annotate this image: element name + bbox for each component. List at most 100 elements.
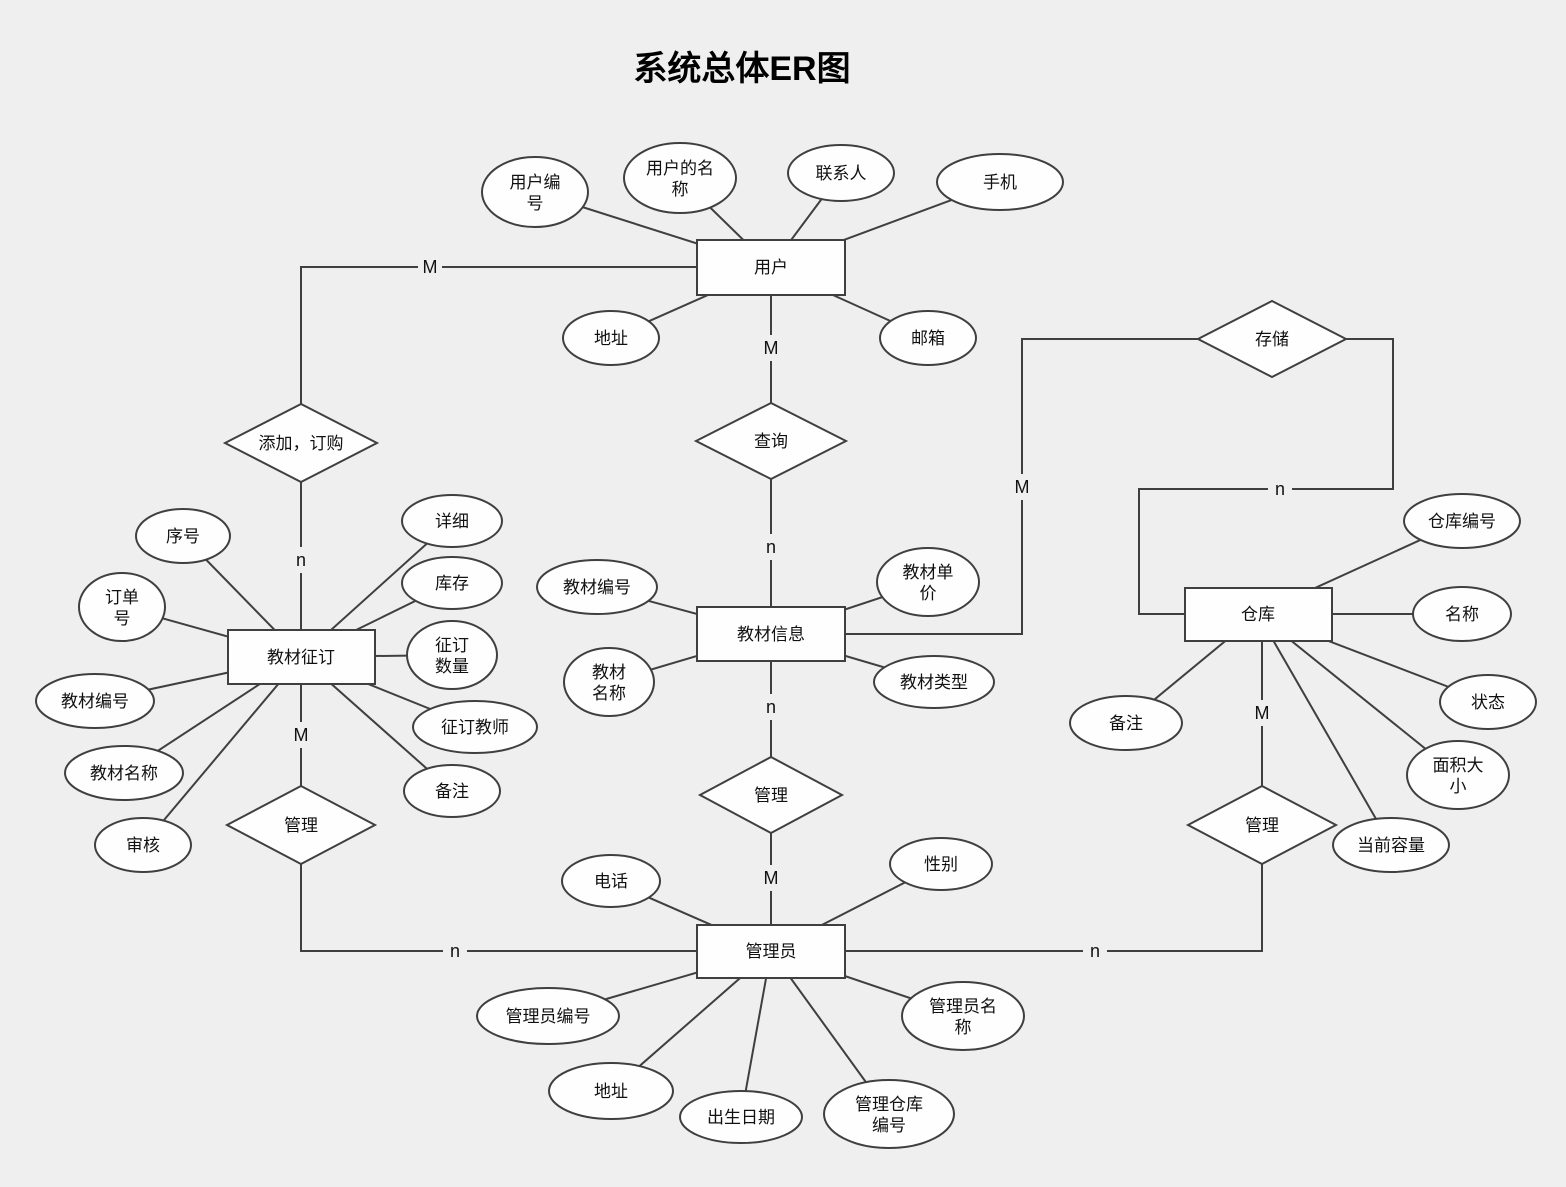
attribute-user-no: 用户编 号 xyxy=(481,156,589,228)
cardinality-label: M xyxy=(294,725,309,745)
attribute-user-address-ellipse xyxy=(562,310,660,366)
entity-warehouse-box xyxy=(1184,587,1333,642)
attribute-admin-no: 管理员编号 xyxy=(476,987,620,1045)
attribute-warehouse-capacity: 当前容量 xyxy=(1332,817,1450,873)
attribute-warehouse-no-ellipse xyxy=(1403,493,1521,549)
attribute-mobile: 手机 xyxy=(936,153,1064,211)
attribute-label: 名称 xyxy=(1445,605,1479,624)
attribute-order-no-ellipse xyxy=(78,572,166,642)
edge-line xyxy=(142,656,302,846)
relationship-label: 添加，订购 xyxy=(259,434,344,453)
attribute-warehouse-name: 名称 xyxy=(1412,586,1512,642)
attribute-textbook-price-ellipse xyxy=(876,547,980,617)
attribute-admin-name-ellipse xyxy=(901,981,1025,1051)
relationship-label: 存储 xyxy=(1255,330,1289,349)
attribute-order-teacher-ellipse xyxy=(412,700,538,754)
relationship-manage-center: 管理 xyxy=(697,755,845,835)
attribute-warehouse-no: 仓库编号 xyxy=(1403,493,1521,549)
attribute-label: 审核 xyxy=(126,836,160,855)
attribute-audit: 审核 xyxy=(94,817,192,873)
label-bg xyxy=(1010,474,1034,500)
cardinality-label: M xyxy=(764,338,779,358)
attribute-label: 称 xyxy=(672,180,689,199)
attribute-label: 联系人 xyxy=(816,164,867,183)
attribute-user-address: 地址 xyxy=(562,310,660,366)
entity-layer: 用户 教材征订 教材信息 仓库 管理员 xyxy=(227,239,1333,979)
attribute-email-ellipse xyxy=(879,310,977,366)
entity-admin-box xyxy=(696,924,846,979)
attribute-serial-no: 序号 xyxy=(135,508,231,564)
entity-label: 教材信息 xyxy=(737,625,805,644)
attribute-label: 征订 xyxy=(435,636,469,655)
entity-user-box xyxy=(696,239,846,296)
attribute-label: 征订教师 xyxy=(441,718,509,737)
attribute-label: 性别 xyxy=(924,855,958,874)
cardinality-label: M xyxy=(423,257,438,277)
attribute-mobile-ellipse xyxy=(936,153,1064,211)
entity-label: 仓库 xyxy=(1241,605,1275,624)
relationship-manage-right-diamond xyxy=(1185,784,1339,866)
label-bg xyxy=(759,694,783,720)
attribute-label: 称 xyxy=(955,1018,972,1037)
attribute-label: 库存 xyxy=(435,574,469,593)
label-bg xyxy=(1250,700,1274,726)
cardinality-query-textbook-info: n xyxy=(759,534,783,560)
edge-user-add-order xyxy=(300,266,771,443)
entity-user: 用户 xyxy=(696,239,846,296)
attribute-order-quantity-ellipse xyxy=(406,620,498,690)
attribute-stock: 库存 xyxy=(401,556,503,610)
attribute-managed-warehouse-no: 管理仓库 编号 xyxy=(823,1079,955,1149)
relationship-add-order-diamond xyxy=(222,402,380,484)
cardinality-label: n xyxy=(1275,479,1285,499)
entity-label: 教材征订 xyxy=(267,648,335,667)
attribute-label: 详细 xyxy=(435,512,469,531)
attribute-order-remark: 备注 xyxy=(403,764,501,818)
attribute-label: 教材单 xyxy=(903,563,954,582)
attribute-label: 用户编 xyxy=(510,173,561,192)
attribute-detail: 详细 xyxy=(401,494,503,548)
attribute-order-teacher: 征订教师 xyxy=(412,700,538,754)
label-bg xyxy=(759,865,783,891)
edge-manage-left-admin xyxy=(300,825,771,952)
attribute-admin-name: 管理员名 称 xyxy=(901,981,1025,1051)
attribute-label: 地址 xyxy=(594,1082,628,1101)
attribute-label: 名称 xyxy=(592,684,626,703)
cardinality-user-query: M xyxy=(759,335,783,361)
attribute-warehouse-remark: 备注 xyxy=(1069,695,1183,751)
label-bg xyxy=(1083,938,1107,964)
attribute-warehouse-area-ellipse xyxy=(1406,740,1510,810)
attribute-textbook-price: 教材单 价 xyxy=(876,547,980,617)
relationship-query-diamond xyxy=(693,401,849,481)
attribute-admin-address: 地址 xyxy=(548,1062,674,1120)
cardinality-label: n xyxy=(1090,941,1100,961)
attribute-phone: 电话 xyxy=(561,854,661,908)
attribute-label: 仓库编号 xyxy=(1428,512,1496,531)
cardinality-user-add-order: M xyxy=(418,254,442,280)
relationship-layer: 添加，订购 查询 存储 管理 管理 管理 xyxy=(222,299,1349,866)
relationship-label: 管理 xyxy=(284,816,318,835)
attribute-order-textbook-no-ellipse xyxy=(35,673,155,729)
cardinality-label: n xyxy=(766,537,776,557)
attribute-birth-date-ellipse xyxy=(679,1090,803,1144)
attribute-label: 数量 xyxy=(435,657,469,676)
attribute-warehouse-remark-ellipse xyxy=(1069,695,1183,751)
cardinality-manage-left-admin: n xyxy=(443,938,467,964)
entity-textbook-order-box xyxy=(227,629,376,685)
attribute-label: 订单 xyxy=(105,588,139,607)
attribute-admin-address-ellipse xyxy=(548,1062,674,1120)
attribute-order-remark-ellipse xyxy=(403,764,501,818)
attribute-label: 备注 xyxy=(1109,714,1143,733)
entity-label: 管理员 xyxy=(746,942,797,961)
edge-store-warehouse xyxy=(1138,338,1394,615)
cardinality-manage-right-warehouse: M xyxy=(1250,700,1274,726)
attribute-label: 教材编号 xyxy=(563,578,631,597)
attribute-managed-warehouse-no-ellipse xyxy=(823,1079,955,1149)
attribute-order-no: 订单 号 xyxy=(78,572,166,642)
attribute-warehouse-name-ellipse xyxy=(1412,586,1512,642)
cardinality-textbook-info-store: M xyxy=(1010,474,1034,500)
relationship-add-order: 添加，订购 xyxy=(222,402,380,484)
attribute-order-quantity: 征订 数量 xyxy=(406,620,498,690)
attribute-phone-ellipse xyxy=(561,854,661,908)
cardinality-label: M xyxy=(1015,477,1030,497)
